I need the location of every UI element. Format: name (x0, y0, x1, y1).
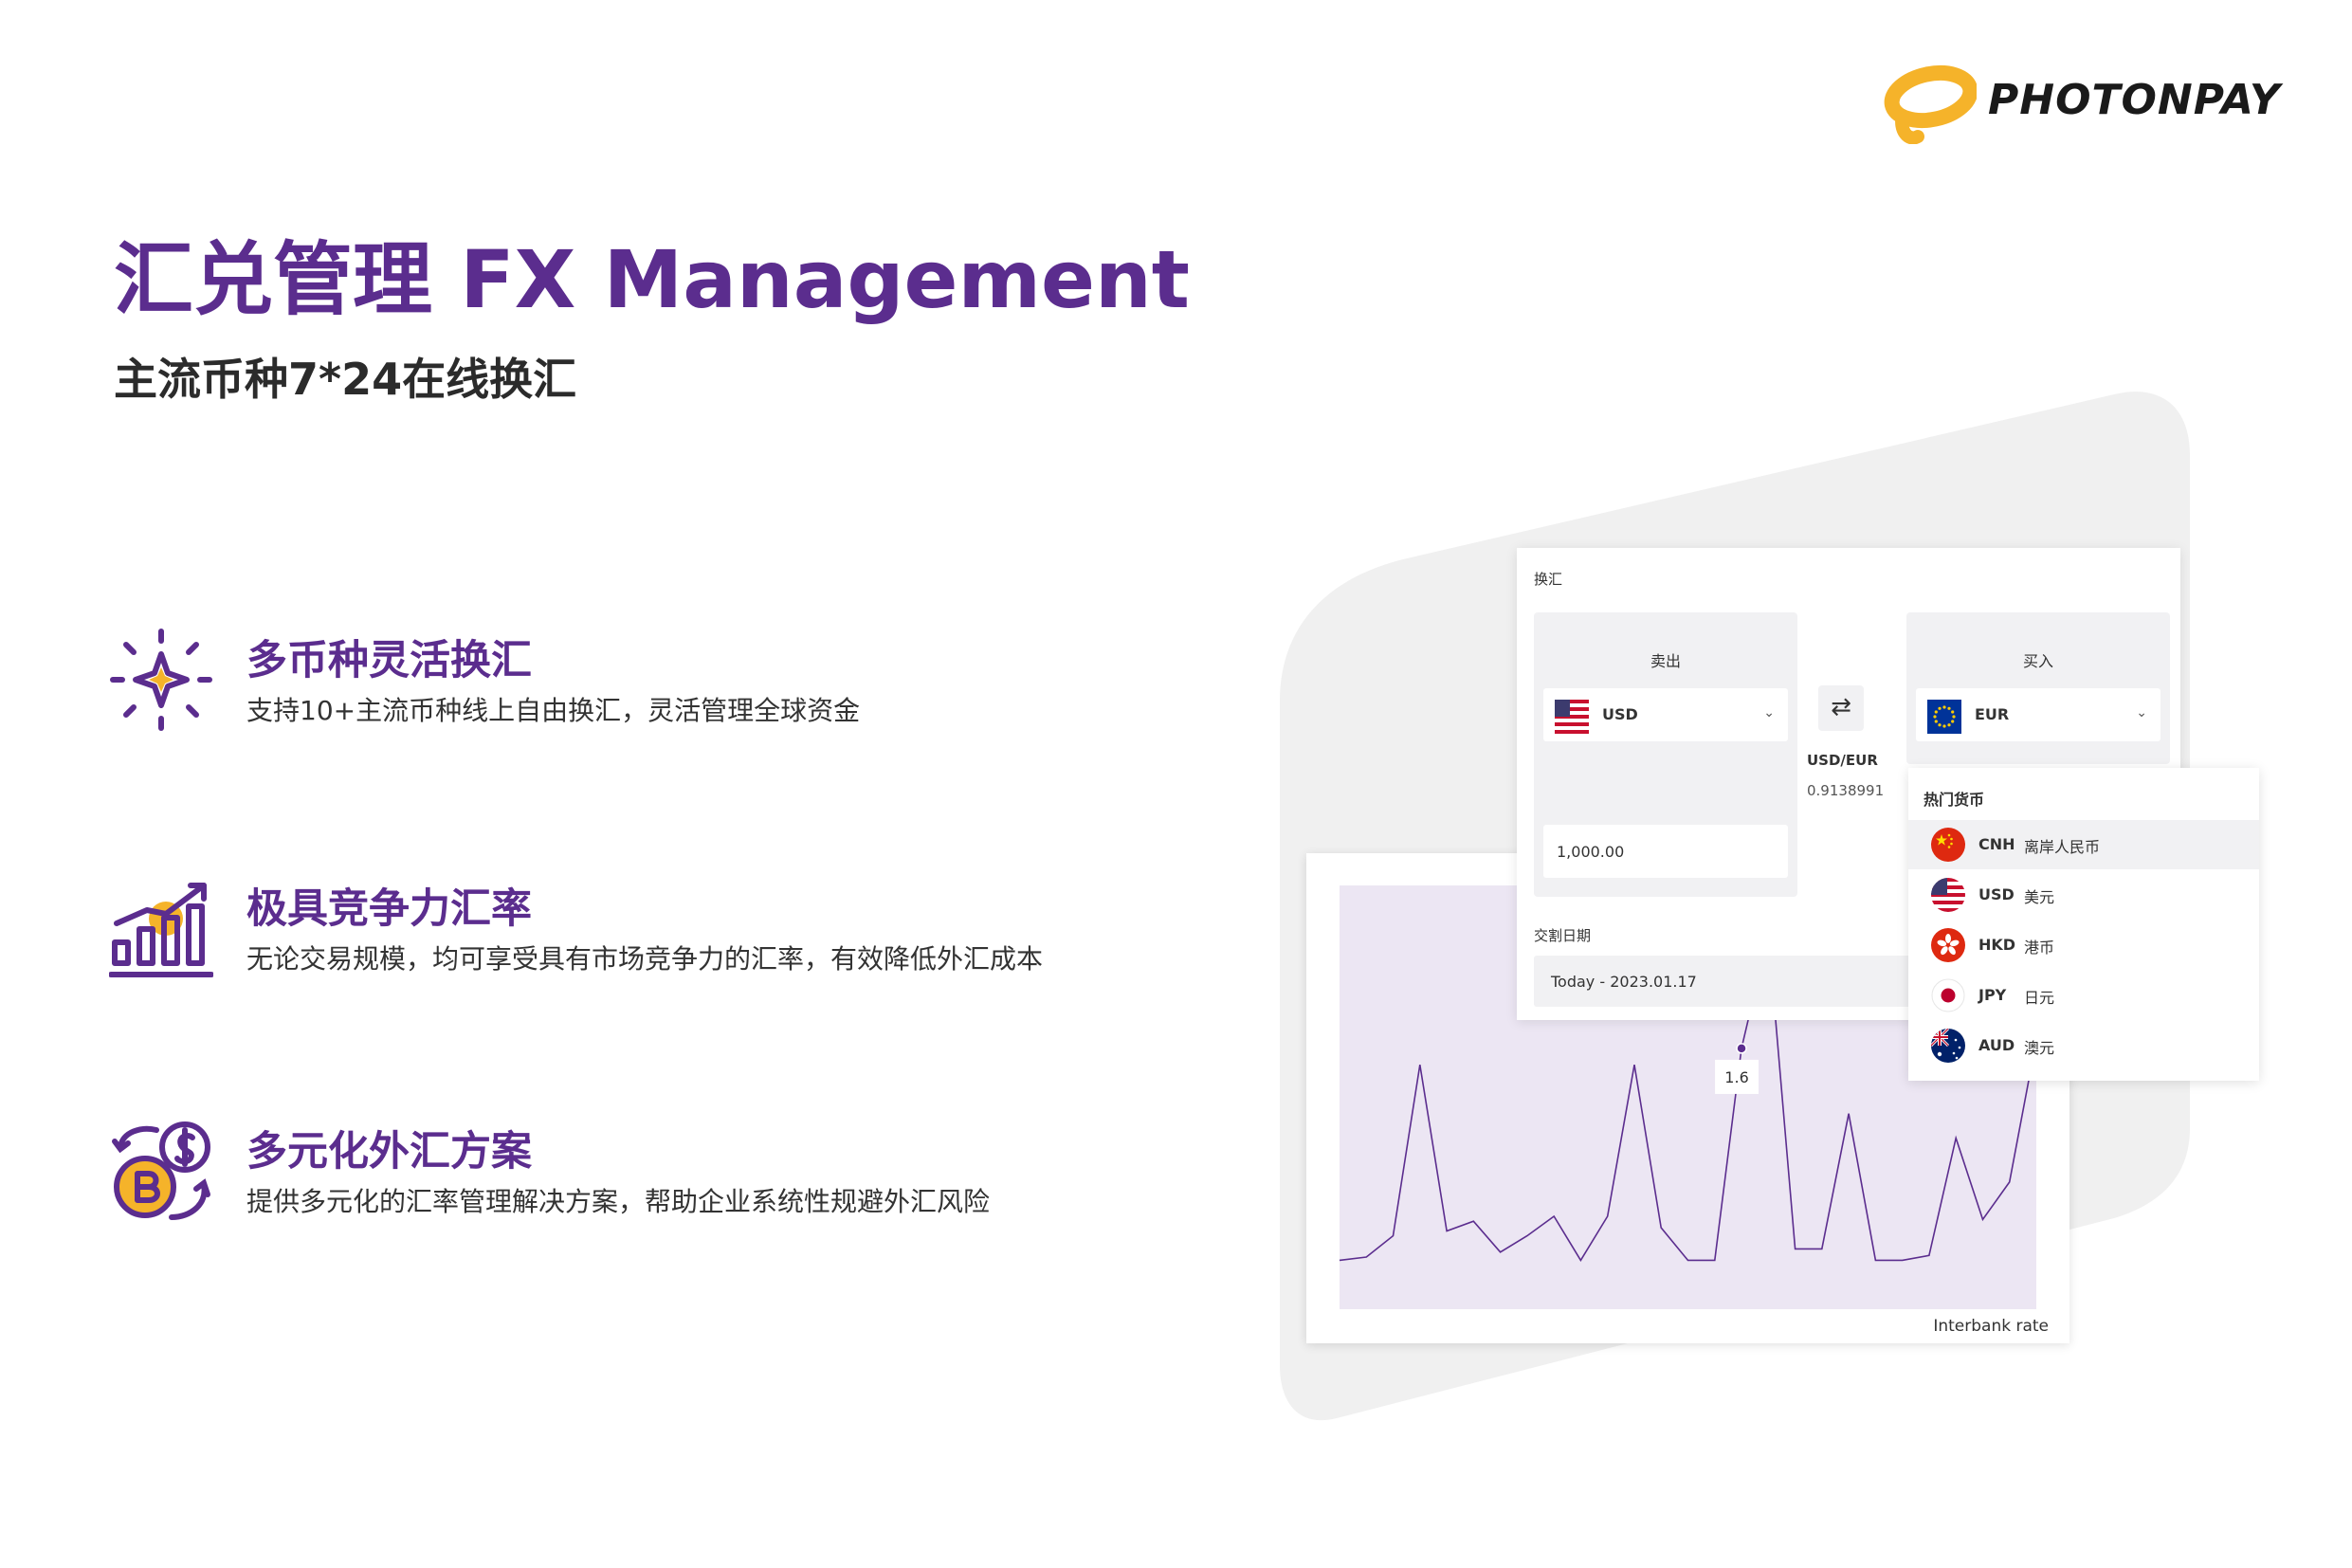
currency-code: USD (1978, 885, 2015, 903)
buy-panel: 买入 EUR ⌄ (1906, 612, 2170, 764)
hk-flag-icon (1931, 928, 1965, 962)
feature-item: 极具竞争力汇率 无论交易规模，均可享受具有市场竞争力的汇率，有效降低外汇成本 (109, 876, 1114, 990)
sparkle-icon (110, 629, 212, 731)
au-flag-icon (1931, 1029, 1965, 1063)
currency-name: 日元 (2024, 989, 2055, 1007)
sell-label: 卖出 (1650, 652, 1681, 670)
photonpay-logo-icon (1884, 64, 1978, 145)
sell-currency-select[interactable]: USD ⌄ (1543, 688, 1788, 741)
feature-title: 极具竞争力汇率 (246, 885, 532, 933)
brand-name: PHOTONPAY (1988, 76, 2281, 124)
chevron-down-icon: ⌄ (2136, 705, 2147, 720)
currency-code: HKD (1978, 936, 2016, 954)
chart-caption: Interbank rate (1933, 1317, 2049, 1336)
chevron-down-icon: ⌄ (1763, 705, 1775, 720)
feature-item: 多元化外汇方案 提供多元化的汇率管理解决方案，帮助企业系统性规避外汇风险 (109, 1119, 1114, 1232)
currency-option-aud[interactable]: AUD 澳元 (1908, 1021, 2259, 1070)
eu-flag-icon (1927, 700, 1961, 734)
currency-exchange-icon (112, 1121, 210, 1220)
currency-option-usd[interactable]: USD 美元 (1908, 870, 2259, 920)
currency-code: CNH (1978, 835, 2015, 853)
page-title: 汇兑管理 FX Management (114, 233, 1190, 326)
fx-card-title: 换汇 (1534, 571, 1563, 588)
currency-option-hkd[interactable]: HKD 港币 (1908, 921, 2259, 970)
us-flag-icon (1931, 878, 1965, 912)
growth-chart-icon (109, 883, 213, 977)
feature-title: 多元化外汇方案 (246, 1128, 532, 1176)
currency-option-cnh[interactable]: CNH 离岸人民币 (1908, 820, 2259, 869)
feature-desc: 提供多元化的汇率管理解决方案，帮助企业系统性规避外汇风险 (246, 1186, 991, 1217)
tooltip-value: 1.6 (1724, 1068, 1748, 1086)
exchange-rate: 0.9138991 (1807, 782, 1885, 799)
popular-currency-dropdown: 热门货币 CNH 离岸人民币 USD 美元 (1908, 768, 2259, 1081)
currency-option-jpy[interactable]: JPY 日元 (1908, 971, 2259, 1020)
currency-name: 美元 (2024, 888, 2055, 906)
swap-button[interactable]: ⇄ (1818, 685, 1864, 731)
currency-name: 港币 (2024, 939, 2055, 957)
jp-flag-icon (1931, 978, 1965, 1012)
currency-pair: USD/EUR (1807, 752, 1878, 769)
rate-series-line (1339, 934, 2037, 1262)
currency-code: AUD (1978, 1036, 2015, 1054)
tooltip-box (1715, 1059, 1759, 1094)
fx-exchange-card: 换汇 卖出 USD ⌄ 1,000.00 ⇄ USD/EUR 0.9138991… (1517, 548, 2180, 1020)
sell-amount-input[interactable]: 1,000.00 (1543, 825, 1788, 878)
sell-currency: USD (1602, 705, 1638, 723)
feature-item: 多币种灵活换汇 支持10+主流币种线上自由换汇，灵活管理全球资金 (109, 628, 1114, 741)
currency-name: 离岸人民币 (2024, 838, 2101, 856)
settlement-date-picker[interactable]: Today - 2023.01.17 (1534, 956, 1932, 1007)
brand-logo: PHOTONPAY (1882, 59, 2281, 145)
feature-title: 多币种灵活换汇 (246, 637, 532, 684)
buy-currency: EUR (1975, 705, 2010, 723)
currency-name: 澳元 (2024, 1039, 2055, 1057)
currency-code: JPY (1978, 986, 2007, 1004)
feature-desc: 支持10+主流币种线上自由换汇，灵活管理全球资金 (246, 695, 861, 726)
feature-desc: 无论交易规模，均可享受具有市场竞争力的汇率，有效降低外汇成本 (246, 943, 1044, 975)
us-flag-icon (1555, 700, 1589, 734)
popular-currency-title: 热门货币 (1924, 791, 1985, 809)
sell-amount: 1,000.00 (1557, 843, 1625, 861)
highlighted-data-point[interactable] (1736, 1043, 1747, 1054)
buy-label: 买入 (2022, 652, 2053, 670)
cn-flag-icon (1931, 828, 1965, 862)
buy-currency-select[interactable]: EUR ⌄ (1916, 688, 2161, 741)
settlement-date-value: Today - 2023.01.17 (1551, 973, 1697, 991)
page-subtitle: 主流币种7*24在线换汇 (114, 354, 577, 405)
settlement-date-label: 交割日期 (1534, 927, 1592, 944)
sell-panel: 卖出 USD ⌄ 1,000.00 (1534, 612, 1797, 897)
